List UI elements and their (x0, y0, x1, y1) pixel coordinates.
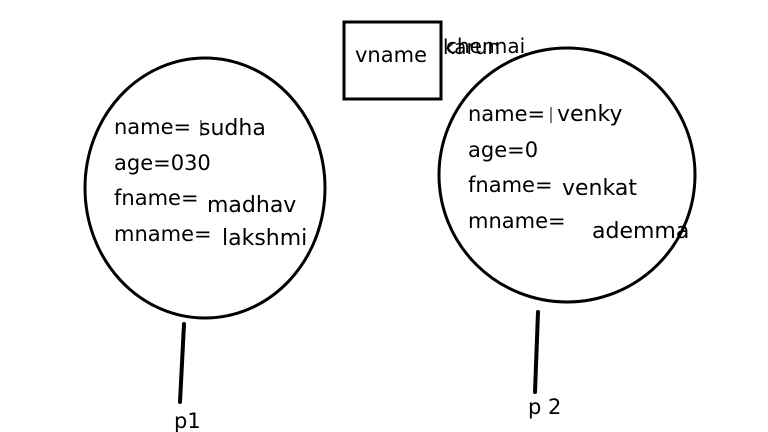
reference-label-p2: p 2 (528, 395, 561, 419)
object-p1: name= sudha age=030 fname= madhav mname=… (83, 56, 327, 432)
field-value-mname: lakshmi (222, 226, 307, 251)
variable-value-karun: karun (443, 35, 500, 59)
object-circle-p1 (83, 56, 327, 320)
reference-stroke-p1 (178, 322, 186, 404)
field-label-fname: fname= (468, 173, 553, 197)
field-label-mname: mname= (468, 209, 566, 233)
field-value-name: sudha (199, 116, 266, 141)
field-value-fname: venkat (562, 176, 637, 201)
field-value-name: venky (557, 102, 622, 127)
object-p2: name= venky age=0 fname= venkat mname= a… (437, 46, 697, 419)
field-value-mname: ademma (592, 219, 689, 244)
field-label-fname: fname= (114, 186, 199, 210)
field-value-fname: madhav (207, 193, 296, 218)
field-label-name: name= (468, 102, 545, 126)
variable-box-frame (342, 20, 443, 101)
variable-value-chennai: chennai (446, 34, 525, 58)
field-label-name: name= (114, 115, 191, 139)
field-label-age: age=0 (468, 138, 538, 162)
variable-box: vname karun chennai (342, 20, 525, 101)
field-label-age: age=030 (114, 151, 211, 175)
reference-label-p1: p1 (174, 409, 201, 432)
variable-name: vname (355, 43, 427, 67)
field-label-mname: mname= (114, 222, 212, 246)
reference-stroke-p2 (533, 310, 540, 394)
object-circle-p2 (437, 46, 697, 304)
